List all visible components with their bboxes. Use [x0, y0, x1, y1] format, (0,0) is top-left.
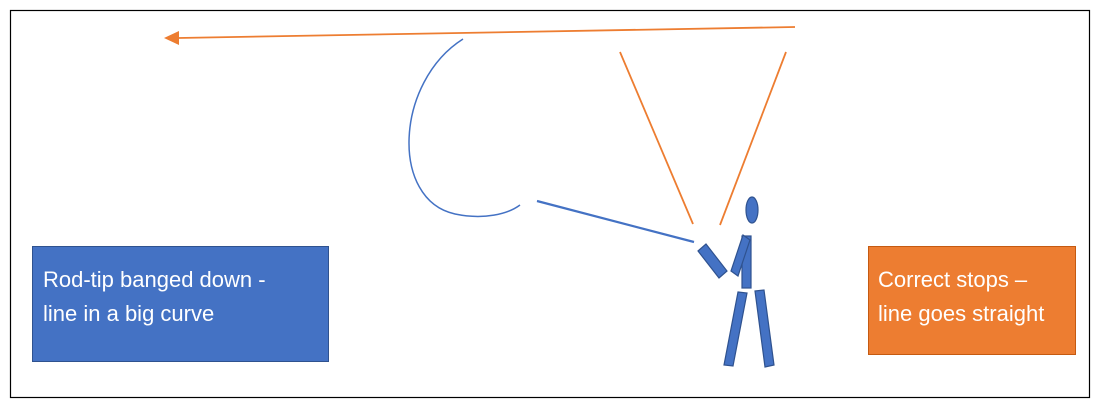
left-label-line2: line in a big curve — [43, 297, 328, 331]
figure-left-leg — [724, 292, 747, 366]
figure-forearm — [698, 244, 727, 278]
left-label-line1: Rod-tip banged down - — [43, 263, 328, 297]
straight-line-arrow — [178, 27, 795, 38]
right-label-box: Correct stops – line goes straight — [868, 246, 1076, 355]
curved-line — [409, 39, 520, 216]
arrowhead-icon — [164, 31, 179, 45]
figure-right-leg — [755, 290, 774, 367]
figure-head — [746, 197, 758, 223]
angler-figure-icon — [698, 197, 774, 367]
right-label-line2: line goes straight — [878, 297, 1075, 331]
right-label-line1: Correct stops – — [878, 263, 1075, 297]
left-label-box: Rod-tip banged down - line in a big curv… — [32, 246, 329, 362]
rod-stop-line-left — [620, 52, 693, 224]
rod-line — [537, 201, 694, 242]
